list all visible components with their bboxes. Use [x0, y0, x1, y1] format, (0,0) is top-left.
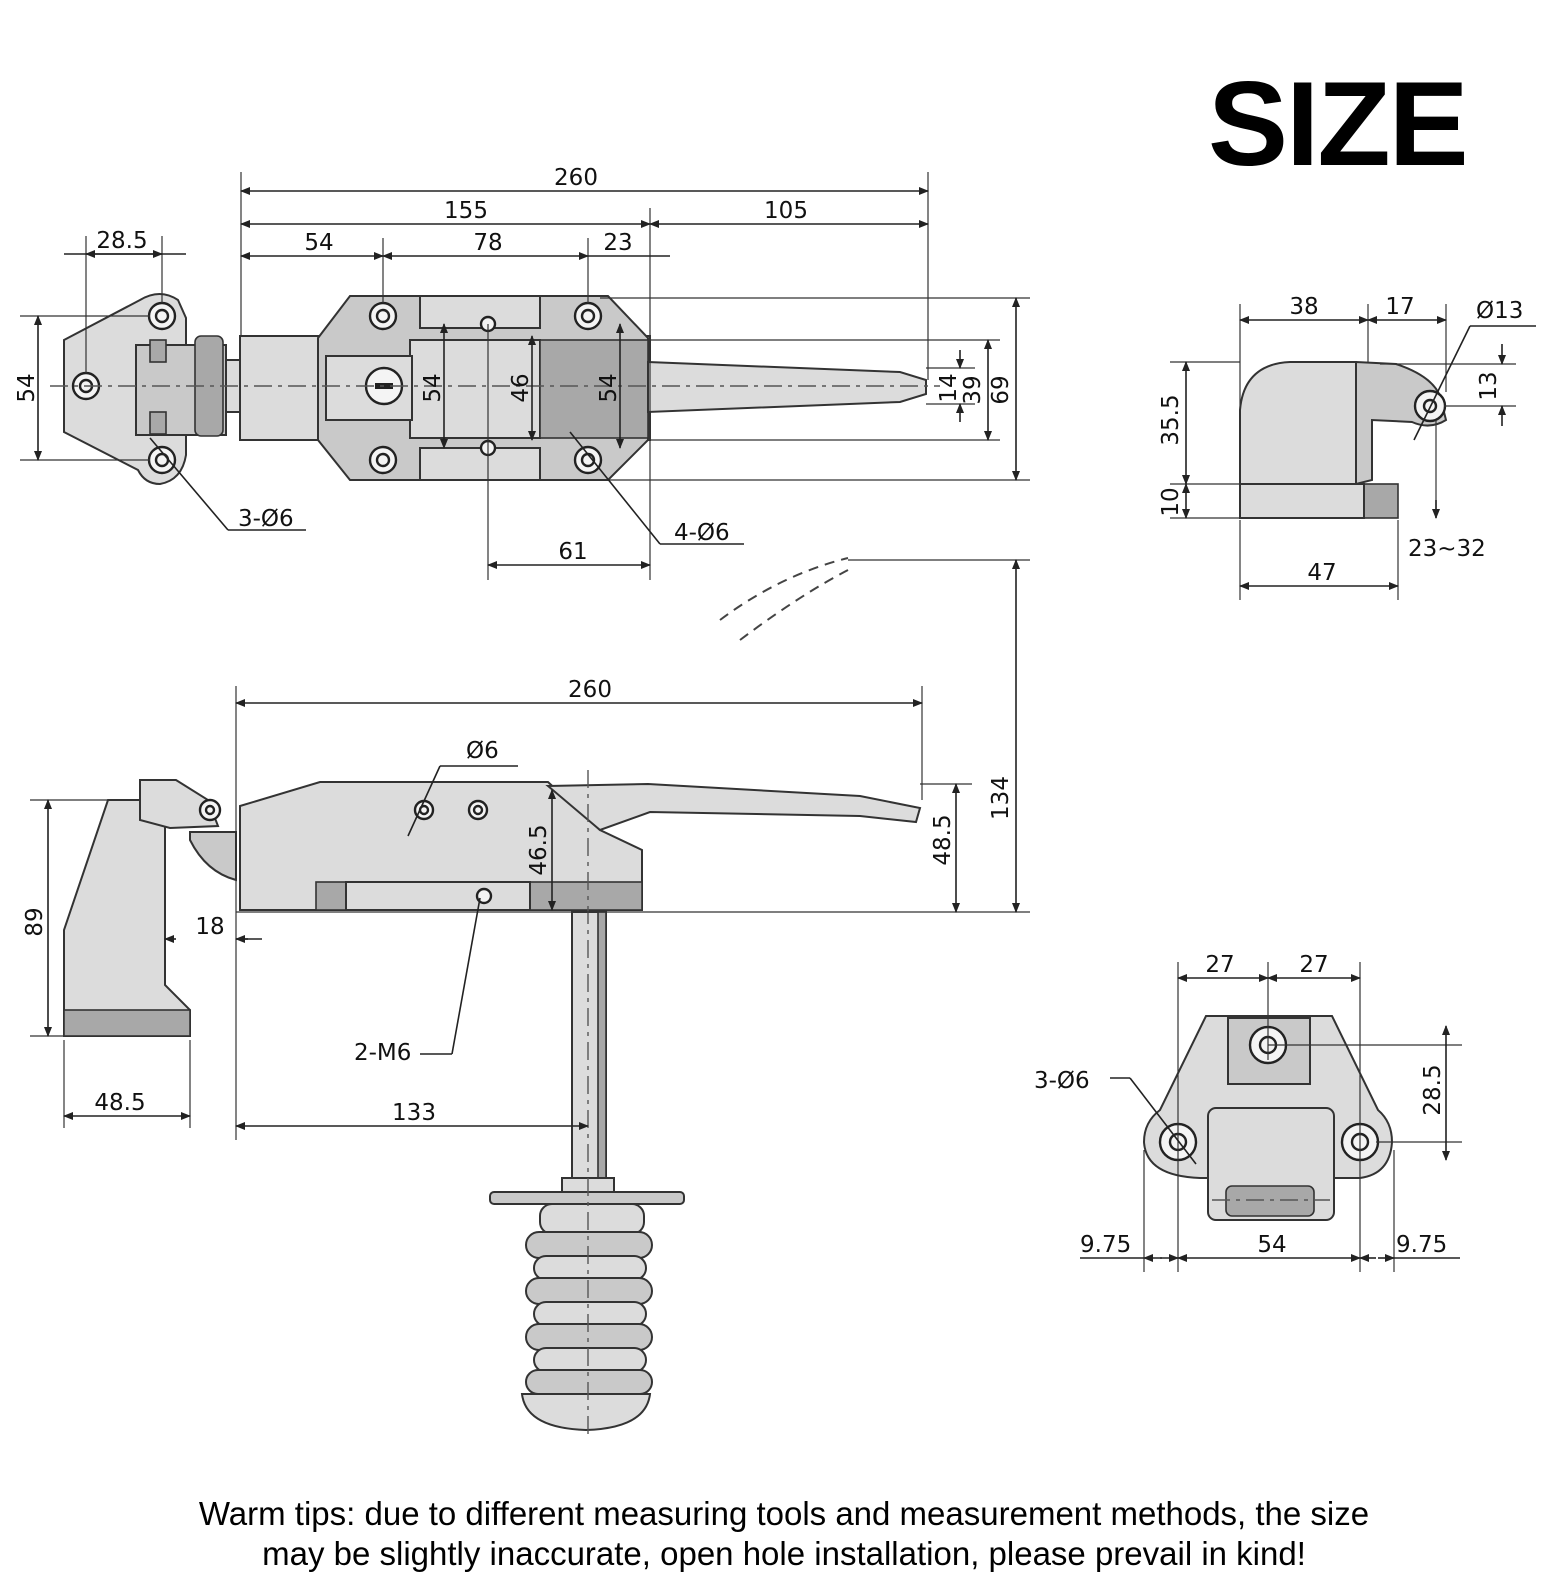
top-label-hinge-holes: 3-Ø6 — [238, 506, 294, 532]
top-dim-handle-mid: 39 — [960, 375, 986, 404]
keeper-view: 38 17 Ø13 35.5 13 10 23~32 47 — [1158, 294, 1536, 600]
hinge-dim-margin-left: 9.75 — [1080, 1232, 1131, 1258]
top-dim-handle-tip: 14 — [936, 373, 962, 402]
keeper-dim-hole-offset: 13 — [1476, 371, 1502, 400]
side-label-threads: 2-M6 — [354, 1040, 411, 1066]
side-dim-handle-height: 48.5 — [930, 814, 956, 865]
top-dim-hole-end: 23 — [603, 230, 632, 256]
keeper-dim-width-b: 17 — [1385, 294, 1414, 320]
top-dim-body-length: 155 — [444, 198, 488, 224]
top-view: 260 155 105 54 78 23 28.5 54 54 46 54 — [14, 165, 1030, 580]
warm-tips-line-2: may be slightly inaccurate, open hole in… — [262, 1535, 1306, 1572]
top-dim-hole-spacing: 78 — [473, 230, 502, 256]
side-dim-overall-length: 260 — [568, 677, 612, 703]
hinge-dim-hole-spacing: 54 — [1257, 1232, 1286, 1258]
side-latch-body — [239, 781, 643, 911]
hinge-dim-hole-height: 28.5 — [1420, 1064, 1446, 1115]
side-keeper — [63, 799, 191, 1037]
top-dim-overall-length: 260 — [554, 165, 598, 191]
top-dim-handle-length: 105 — [764, 198, 808, 224]
side-dim-gap: 18 — [195, 914, 224, 940]
keeper-dim-height: 35.5 — [1158, 394, 1184, 445]
top-dim-slot-offset: 61 — [558, 539, 587, 565]
side-handle — [545, 782, 922, 832]
warm-tips: Warm tips: due to different measuring to… — [0, 1494, 1568, 1574]
top-dim-hole-offset: 54 — [304, 230, 333, 256]
keeper-dim-width-a: 38 — [1289, 294, 1318, 320]
side-plunger-bellows — [520, 1203, 653, 1432]
hinge-dim-half-b: 27 — [1299, 952, 1328, 978]
hinge-label-holes: 3-Ø6 — [1034, 1068, 1090, 1094]
keeper-dim-adjust-range: 23~32 — [1408, 536, 1486, 562]
side-dim-keeper-width: 48.5 — [94, 1090, 145, 1116]
hinge-dim-margin-right: 9.75 — [1396, 1232, 1447, 1258]
warm-tips-line-1: Warm tips: due to different measuring to… — [198, 1495, 1370, 1532]
top-dim-body-height-c: 54 — [596, 373, 622, 402]
side-dim-body-height: 46.5 — [526, 824, 552, 875]
keeper-dim-base-height: 10 — [1158, 487, 1184, 516]
keeper-dim-base-width: 47 — [1307, 560, 1336, 586]
keeper-label-hole-dia: Ø13 — [1476, 298, 1523, 324]
side-dim-total-height: 134 — [988, 776, 1014, 820]
top-label-body-holes: 4-Ø6 — [674, 520, 730, 546]
top-dim-handle-max: 69 — [988, 375, 1014, 404]
side-dim-keeper-height: 89 — [22, 907, 48, 936]
hinge-dim-half-a: 27 — [1205, 952, 1234, 978]
side-dim-plunger-offset: 133 — [392, 1100, 436, 1126]
top-dim-body-height-b: 46 — [508, 373, 534, 402]
side-label-pin-hole: Ø6 — [466, 738, 499, 764]
hinge-view: 27 27 3-Ø6 28.5 9.75 54 9.75 — [1034, 952, 1462, 1272]
top-dim-body-height-a: 54 — [420, 373, 446, 402]
keeper-body — [1239, 361, 1357, 485]
page-title: SIZE — [1208, 57, 1469, 191]
top-dim-hinge-height: 54 — [14, 373, 40, 402]
top-dim-hinge-width: 28.5 — [96, 228, 147, 254]
side-view: 260 Ø6 46.5 48.5 134 89 18 2-M6 48.5 133 — [22, 557, 1030, 1440]
top-handle-arm — [647, 360, 927, 414]
